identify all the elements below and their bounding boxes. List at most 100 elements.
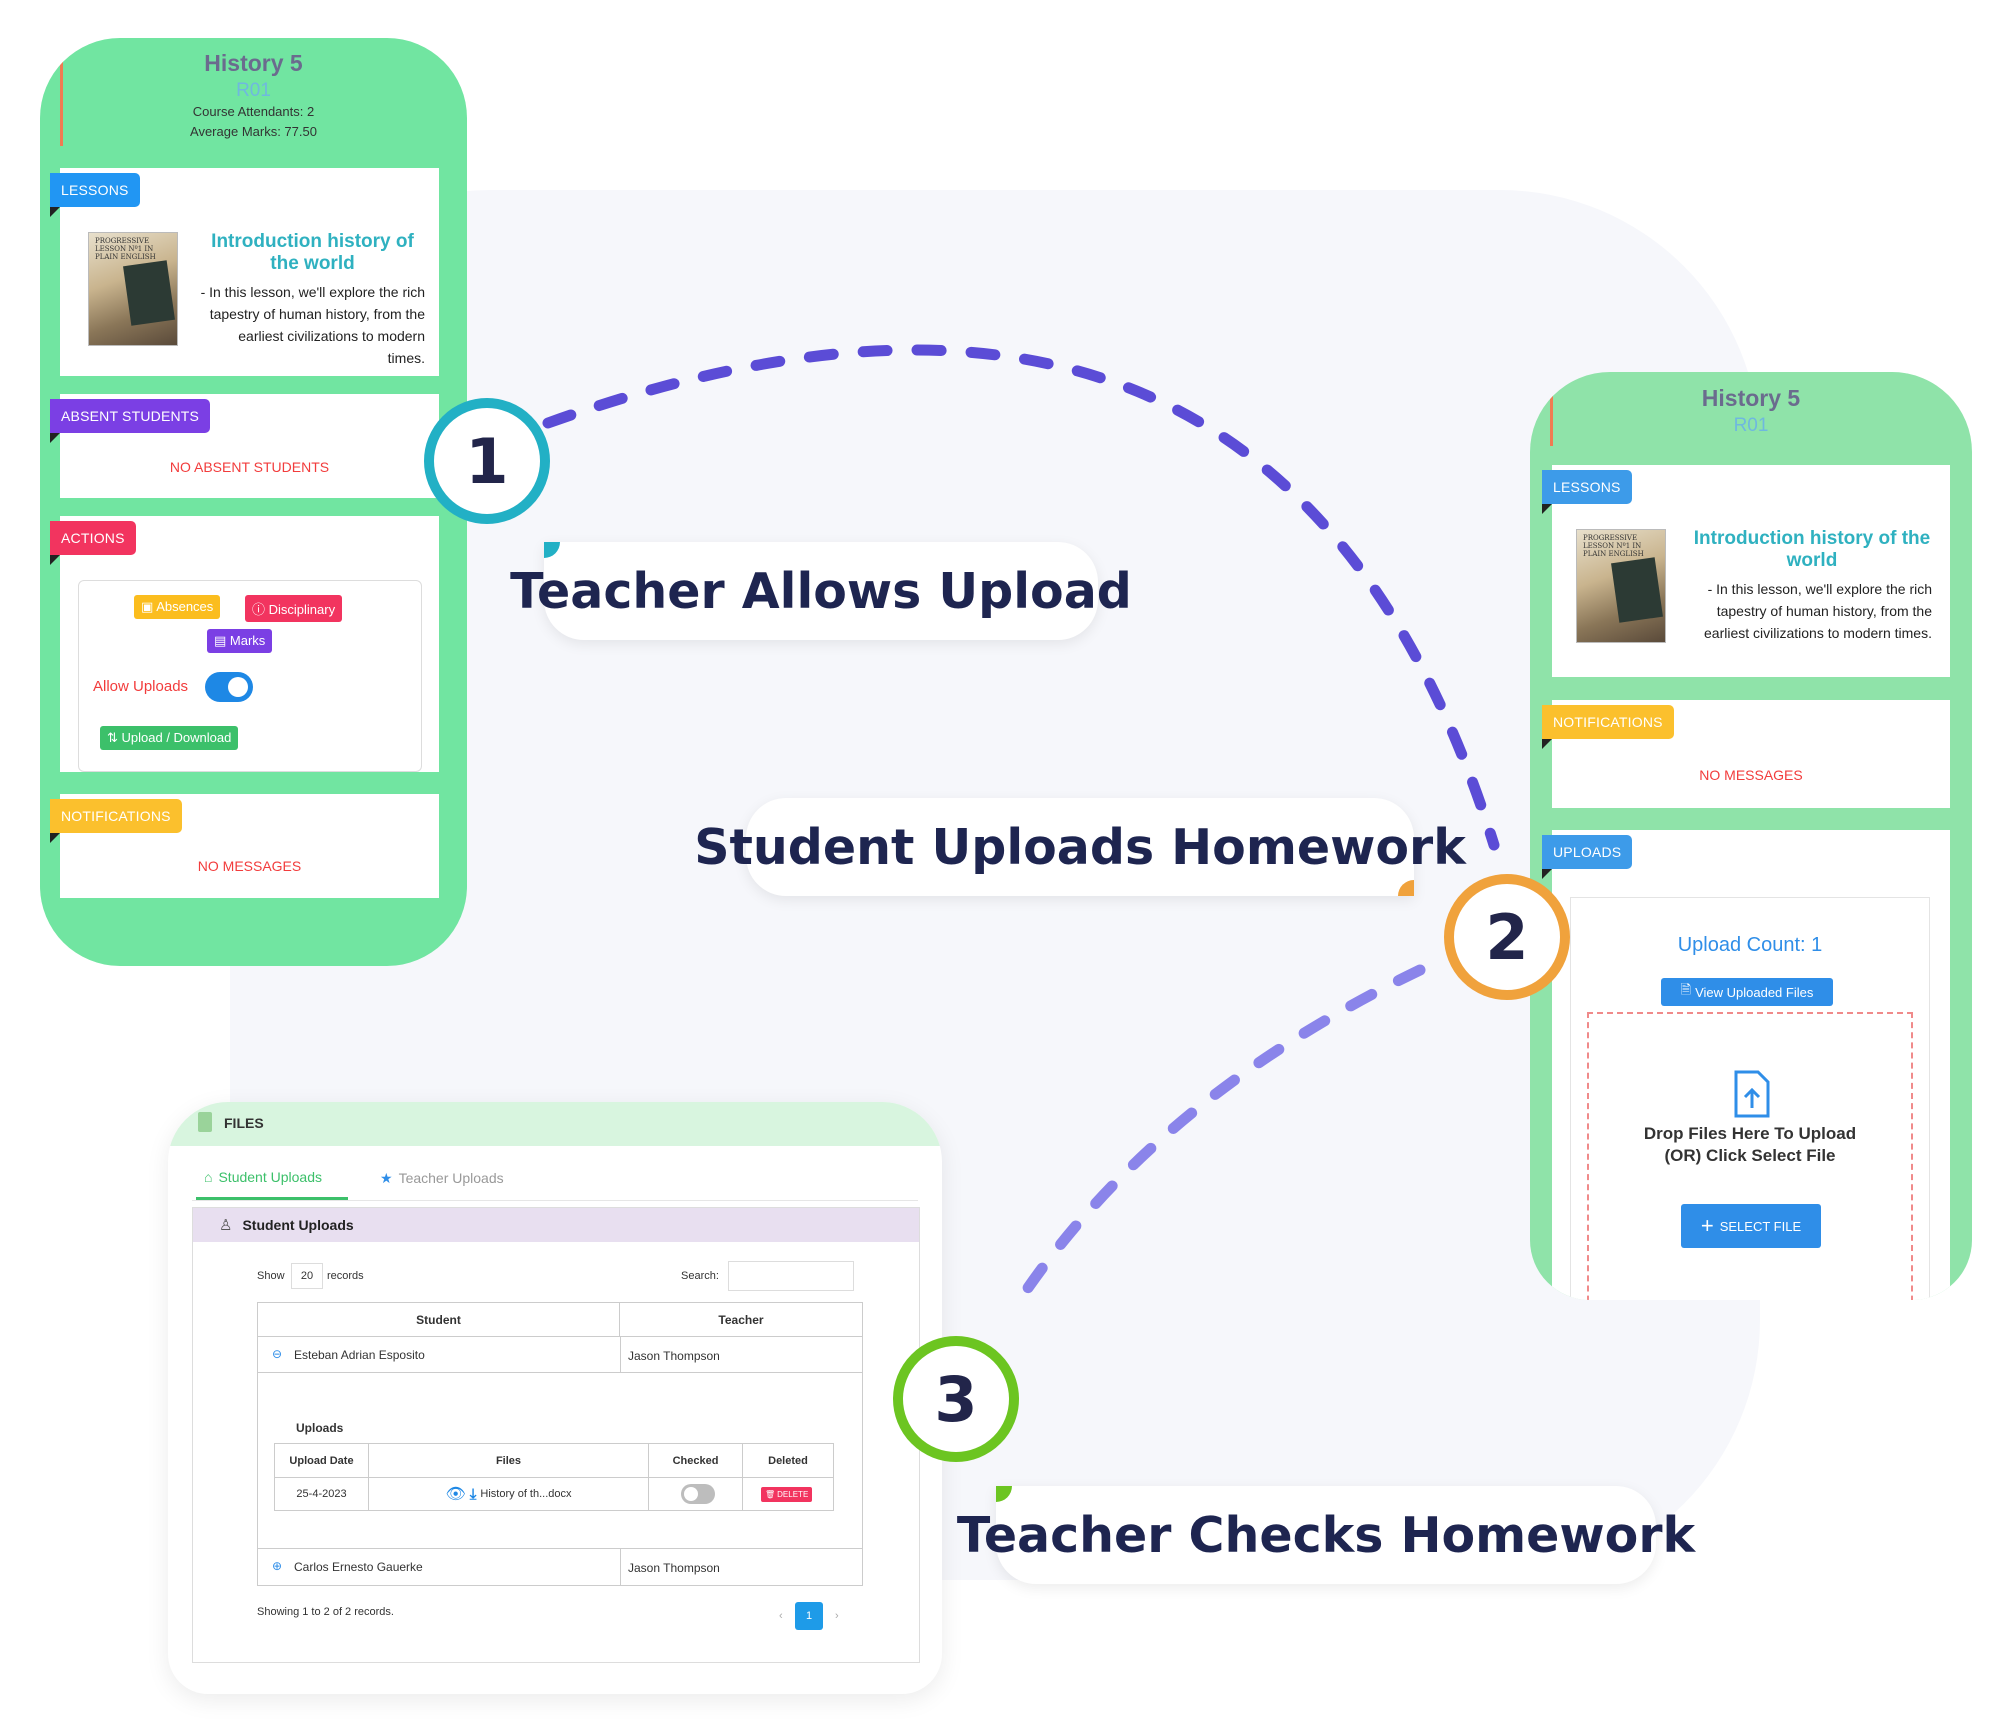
student-phone: History 5 R01 LESSONS PROGRESSIVE LESSON… <box>1530 372 1972 1300</box>
step-3-circle: 3 <box>893 1336 1019 1462</box>
notifications-card-2: NOTIFICATIONS NO MESSAGES <box>1542 700 1950 808</box>
page-button[interactable]: 1 <box>795 1602 823 1630</box>
plus-icon: + <box>1700 1213 1714 1238</box>
tab-teacher-uploads[interactable]: ★ Teacher Uploads <box>380 1169 504 1187</box>
upload-date: 25-4-2023 <box>275 1478 369 1510</box>
tabs-divider <box>192 1200 918 1201</box>
page-size-select[interactable]: 20 <box>291 1263 323 1289</box>
trash-icon: 🗑 <box>765 1490 776 1499</box>
file-cell: 👁 ⤓ History of th...docx <box>369 1478 649 1510</box>
uploads-tag: UPLOADS <box>1542 835 1633 879</box>
uploads-panel: Upload Count: 1 🗎 View Uploaded Files Dr… <box>1570 897 1930 1300</box>
notifications-message: NO MESSAGES <box>197 858 302 874</box>
uploads-label: Uploads <box>296 1421 344 1435</box>
actions-tag: ACTIONS <box>50 521 136 565</box>
dropzone-line-1: Drop Files Here To Upload <box>1643 1124 1857 1143</box>
delete-button[interactable]: 🗑DELETE <box>761 1487 813 1502</box>
step-2-corner <box>1398 880 1414 896</box>
lesson-image: PROGRESSIVE LESSON Nº1 IN PLAIN ENGLISH <box>88 232 178 346</box>
tab-student-uploads[interactable]: ⌂ Student Uploads <box>196 1156 348 1200</box>
records-label: records <box>327 1270 364 1282</box>
course-header-2: History 5 R01 <box>1530 372 1972 446</box>
upload-count: Upload Count: 1 <box>1677 934 1823 956</box>
upload-download-button[interactable]: ⇅ Upload / Download <box>100 726 239 750</box>
teacher-name: Jason Thompson <box>628 1561 720 1575</box>
student-uploads-section: ♙ Student Uploads Show 20 records Search… <box>192 1207 920 1663</box>
search-input[interactable] <box>728 1261 854 1291</box>
file-name[interactable]: History of th...docx <box>480 1488 572 1500</box>
notifications-message-2: NO MESSAGES <box>1699 767 1803 783</box>
student-name: Carlos Ernesto Gauerke <box>294 1560 423 1574</box>
allow-uploads-toggle[interactable] <box>205 672 253 702</box>
showing-records: Showing 1 to 2 of 2 records. <box>257 1606 394 1618</box>
row-divider <box>620 1337 621 1373</box>
course-title-2: History 5 <box>1701 385 1801 411</box>
download-icon[interactable]: ⤓ <box>469 1485 477 1503</box>
absences-button[interactable]: ▣ Absences <box>134 595 221 619</box>
step-3-label: Teacher Checks Homework <box>957 1486 1695 1584</box>
actions-box: ▣ Absences ⓘ Disciplinary ▤ Marks Allow … <box>78 580 422 772</box>
row-divider <box>620 1549 621 1586</box>
absent-tag: ABSENT STUDENTS <box>50 399 211 443</box>
teacher-phone: History 5 R01 Course Attendants: 2 Avera… <box>40 38 467 966</box>
absent-message: NO ABSENT STUDENTS <box>169 459 330 475</box>
eye-icon[interactable]: 👁 <box>445 1486 466 1503</box>
lessons-tag-2: LESSONS <box>1542 470 1632 514</box>
course-average: Average Marks: 77.50 <box>190 124 317 139</box>
allow-uploads-label: Allow Uploads <box>93 678 189 695</box>
notifications-card: NOTIFICATIONS NO MESSAGES <box>50 794 439 898</box>
document-icon <box>198 1112 212 1132</box>
student-name: Esteban Adrian Esposito <box>294 1348 425 1362</box>
notifications-tag-2: NOTIFICATIONS <box>1542 705 1674 749</box>
prev-page-icon[interactable]: ‹ <box>779 1610 783 1622</box>
dropzone[interactable]: Drop Files Here To Upload (OR) Click Sel… <box>1587 1012 1913 1300</box>
uploads-subtable: Upload Date Files Checked Deleted 25-4-2… <box>274 1443 834 1511</box>
lessons-card-2: LESSONS PROGRESSIVE LESSON Nº1 IN PLAIN … <box>1542 465 1950 677</box>
select-file-button[interactable]: + SELECT FILE <box>1681 1204 1821 1248</box>
lessons-card: LESSONS PROGRESSIVE LESSON Nº1 IN PLAIN … <box>50 168 439 376</box>
dropzone-line-2: (OR) Click Select File <box>1664 1146 1836 1165</box>
next-page-icon[interactable]: › <box>835 1610 839 1622</box>
star-icon: ★ <box>380 1169 393 1186</box>
col-header-teacher: Teacher <box>620 1303 862 1337</box>
checked-cell <box>649 1478 743 1510</box>
lesson-title-2[interactable]: Introduction history of the world <box>1693 528 1931 571</box>
sub-header-checked: Checked <box>649 1444 743 1478</box>
table-row[interactable]: ⊖ Esteban Adrian Esposito Jason Thompson <box>258 1337 862 1373</box>
lesson-image-2: PROGRESSIVE LESSON Nº1 IN PLAIN ENGLISH <box>1576 529 1666 643</box>
view-uploaded-files-button[interactable]: 🗎 View Uploaded Files <box>1661 978 1833 1006</box>
marks-button[interactable]: ▤ Marks <box>207 629 273 653</box>
students-table: Student Teacher ⊖ Esteban Adrian Esposit… <box>257 1302 863 1586</box>
show-label: Show <box>257 1270 285 1282</box>
expand-icon[interactable]: ⊕ <box>272 1559 283 1573</box>
notifications-tag: NOTIFICATIONS <box>50 799 182 843</box>
home-icon: ⌂ <box>204 1168 213 1185</box>
section-title: Student Uploads <box>242 1217 354 1233</box>
course-code-2: R01 <box>1733 415 1769 436</box>
user-icon: ♙ <box>219 1217 233 1234</box>
course-header: History 5 R01 Course Attendants: 2 Avera… <box>40 38 467 146</box>
files-title: FILES <box>224 1115 264 1131</box>
actions-card: ACTIONS ▣ Absences ⓘ Disciplinary ▤ Mark… <box>50 516 439 772</box>
col-header-student: Student <box>258 1303 620 1337</box>
course-title: History 5 <box>204 50 303 76</box>
step-2-label: Student Uploads Homework <box>694 798 1466 896</box>
table-row[interactable]: ⊕ Carlos Ernesto Gauerke Jason Thompson <box>258 1548 862 1586</box>
sub-header-files: Files <box>369 1444 649 1478</box>
step-2-circle: 2 <box>1444 874 1570 1000</box>
sub-header-date: Upload Date <box>275 1444 369 1478</box>
files-panel: FILES ⌂ Student Uploads ★ Teacher Upload… <box>168 1102 942 1694</box>
teacher-name: Jason Thompson <box>628 1349 720 1363</box>
step-1-circle: 1 <box>424 398 550 524</box>
step-1-label: Teacher Allows Upload <box>510 542 1132 640</box>
upload-file-icon <box>1734 1070 1770 1118</box>
collapse-icon[interactable]: ⊖ <box>272 1347 283 1361</box>
file-icon: 🗎 <box>1680 982 1692 997</box>
files-header: FILES <box>168 1102 942 1146</box>
course-attendants: Course Attendants: 2 <box>192 104 315 119</box>
checked-toggle[interactable] <box>681 1484 715 1504</box>
lesson-title[interactable]: Introduction history of the world <box>211 231 414 274</box>
sub-header-deleted: Deleted <box>743 1444 833 1478</box>
disciplinary-button[interactable]: ⓘ Disciplinary <box>245 595 343 622</box>
